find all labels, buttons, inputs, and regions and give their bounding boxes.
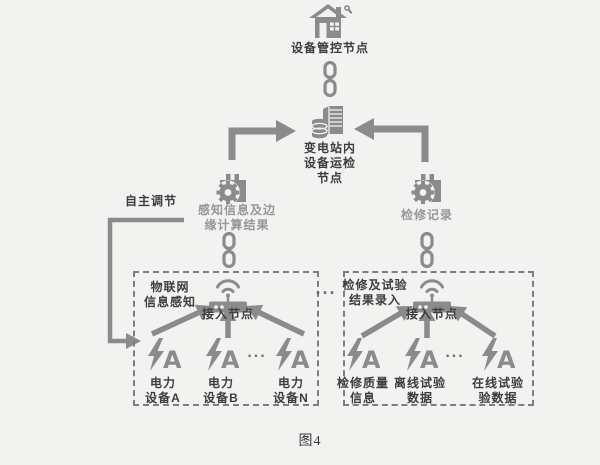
- substation-node-label: 变电站内 设备运检 节点: [303, 141, 357, 185]
- management-node-label: 设备管控节点: [290, 41, 370, 55]
- right-box-ellipsis: ...: [445, 344, 465, 361]
- power-device-icon: [344, 337, 380, 373]
- power-device-icon: [273, 337, 309, 373]
- perception-node-label: 感知信息及边 缘计算结果: [197, 203, 277, 232]
- chain-link-icon: [221, 232, 237, 268]
- device-label: 离线试验 数据: [393, 376, 447, 405]
- between-boxes-ellipsis: ...: [315, 278, 337, 298]
- device-label: 电力 设备N: [273, 376, 309, 405]
- power-device-icon: [145, 337, 181, 373]
- power-device-icon: [203, 337, 239, 373]
- maintenance-entry-box: [343, 271, 534, 406]
- chain-link-icon: [419, 232, 435, 268]
- right-access-node-label: 接入节点: [405, 307, 459, 321]
- device-label: 在线试验 验数据: [471, 376, 525, 405]
- left-box-title: 物联网 信息感知: [143, 280, 197, 309]
- power-device-icon: [479, 337, 515, 373]
- chain-link-icon: [322, 61, 338, 97]
- left-access-node-label: 接入节点: [201, 307, 255, 321]
- self-regulation-label: 自主调节: [124, 194, 178, 208]
- device-label: 电力 设备A: [145, 376, 181, 405]
- plant-gear-icon: [214, 170, 250, 204]
- iot-perception-box: [133, 271, 319, 406]
- plant-gear-icon: [409, 170, 445, 204]
- device-label: 检修质量 信息: [336, 376, 390, 405]
- left-box-ellipsis: ...: [247, 344, 267, 361]
- figure-caption: 图4: [298, 434, 322, 449]
- device-label: 电力 设备B: [203, 376, 239, 405]
- house-gear-icon: [308, 4, 352, 40]
- server-database-icon: [310, 104, 350, 142]
- right-box-title: 检修及试验 结果录入: [342, 278, 408, 307]
- power-device-icon: [402, 337, 438, 373]
- maintenance-record-label: 检修记录: [400, 208, 454, 222]
